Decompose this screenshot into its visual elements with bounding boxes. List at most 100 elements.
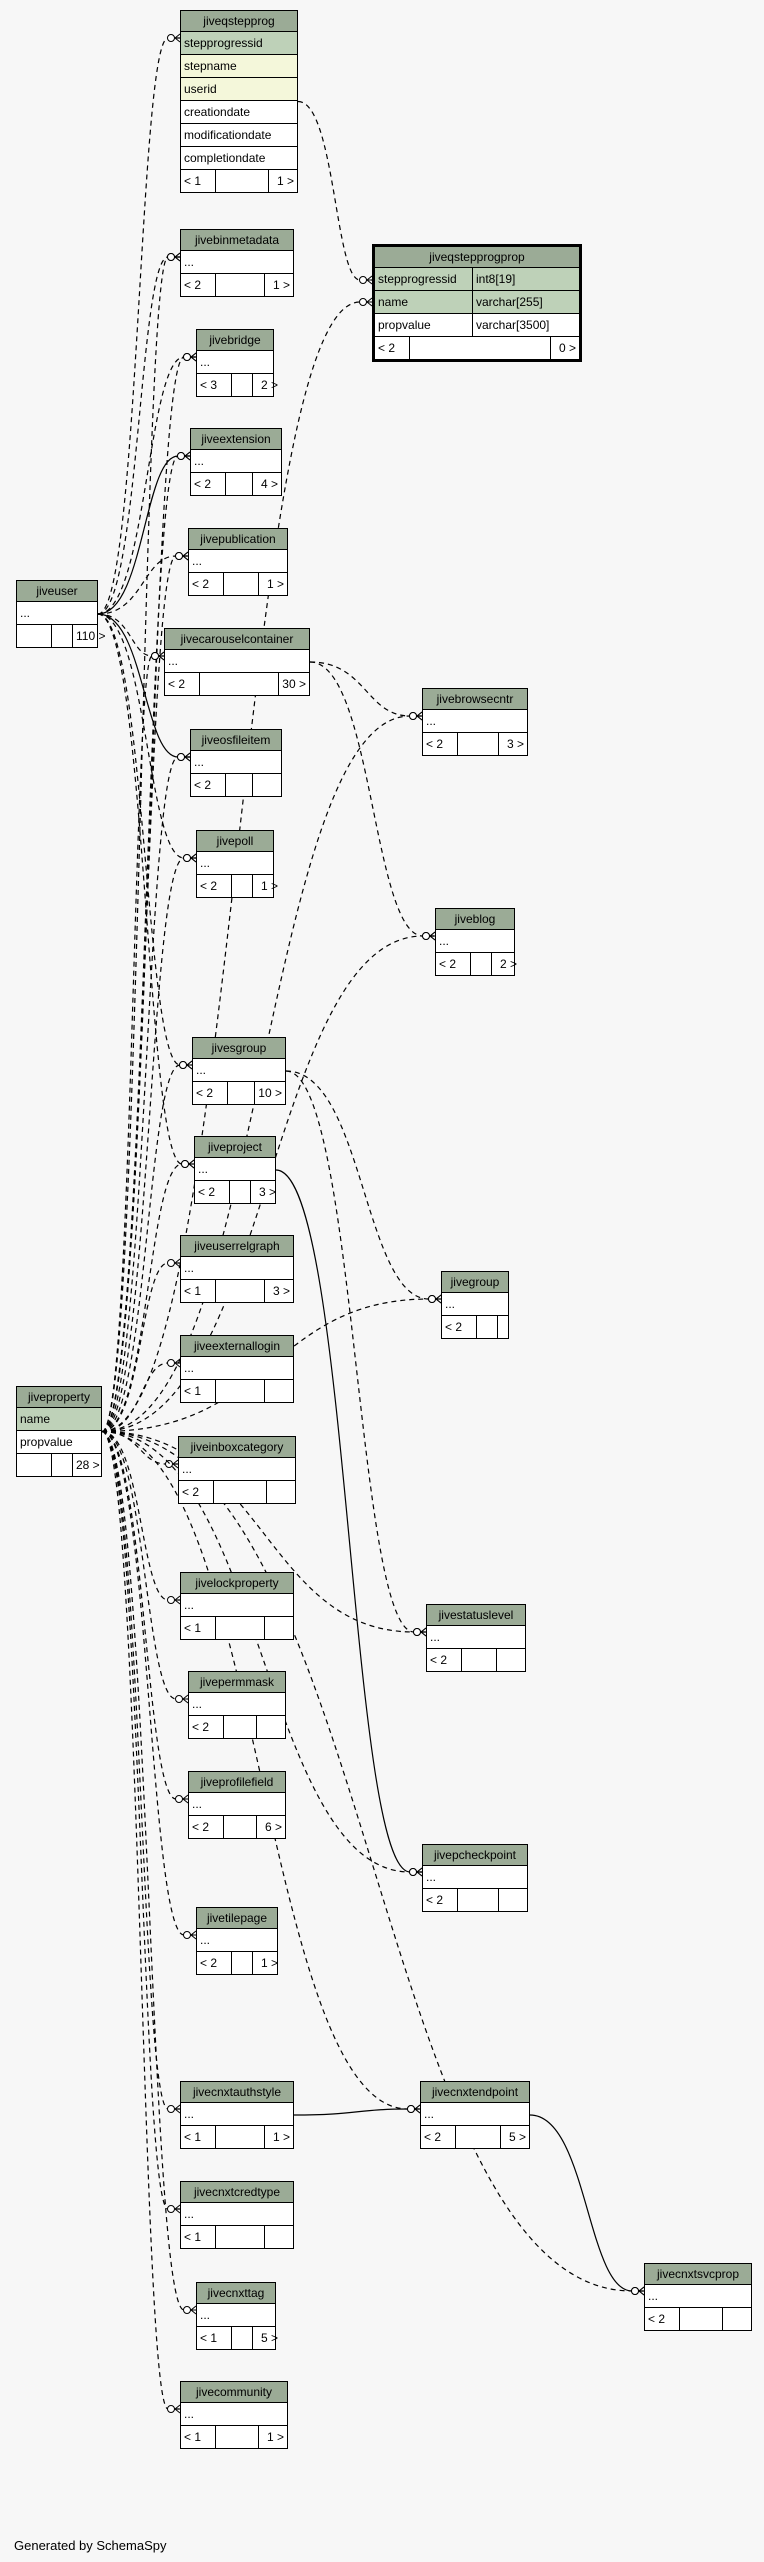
column-row[interactable]: ... — [181, 1257, 293, 1280]
column-row[interactable]: ... — [179, 1458, 295, 1481]
column-row[interactable]: userid — [181, 78, 297, 101]
table-jivecnxtcredtype[interactable]: jivecnxtcredtype...< 1 — [180, 2181, 294, 2249]
table-jivepcheckpoint[interactable]: jivepcheckpoint...< 2 — [422, 1844, 528, 1912]
table-header: jivecnxtcredtype — [181, 2182, 293, 2203]
edge-jiveproperty-jivepublication — [101, 555, 188, 1433]
column-row[interactable]: ... — [191, 450, 281, 473]
column-count — [216, 1617, 265, 1639]
table-jivestatuslevel[interactable]: jivestatuslevel...< 2 — [426, 1604, 526, 1672]
column-row[interactable]: ... — [189, 550, 287, 573]
column-count — [458, 733, 499, 755]
parents-count: < 2 — [165, 673, 200, 695]
column-count — [456, 2126, 501, 2148]
relationship-counts: < 2 — [423, 1889, 527, 1911]
column-row[interactable]: ... — [427, 1626, 525, 1649]
edge-jiveproperty-jiveosfileitem — [101, 756, 190, 1433]
column-row[interactable]: ... — [436, 930, 514, 953]
column-row[interactable]: ... — [197, 351, 273, 374]
edge-jiveproperty-jivesgroup-crowfoot-marker — [186, 1060, 193, 1070]
column-row[interactable]: ... — [197, 2304, 275, 2327]
column-row[interactable]: ... — [645, 2285, 751, 2308]
column-row[interactable]: stepprogressid — [181, 32, 297, 55]
column-row[interactable]: ... — [189, 1693, 285, 1716]
parents-count: < 2 — [197, 875, 232, 897]
column-row[interactable]: ... — [191, 751, 281, 774]
column-row[interactable]: ... — [423, 710, 527, 733]
column-row[interactable]: stepname — [181, 55, 297, 78]
table-jiveexternallogin[interactable]: jiveexternallogin...< 1 — [180, 1335, 294, 1403]
column-row[interactable]: ... — [197, 1929, 277, 1952]
column-row[interactable]: ... — [181, 251, 293, 274]
column-row[interactable]: ... — [181, 1357, 293, 1380]
column-name: ... — [184, 2407, 195, 2421]
edge-jiveuser-jivebinmetadata — [97, 256, 180, 615]
table-jiveosfileitem[interactable]: jiveosfileitem...< 2 — [190, 729, 282, 797]
column-row[interactable]: ... — [193, 1059, 285, 1082]
table-header: jivestatuslevel — [427, 1605, 525, 1626]
column-row[interactable]: ... — [195, 1158, 275, 1181]
column-row[interactable]: ... — [197, 852, 273, 875]
edge-jiveproperty-jivetilepage-crowfoot-marker — [190, 1930, 197, 1940]
column-row[interactable]: ... — [189, 1793, 285, 1816]
relationship-counts: < 1 — [181, 1380, 293, 1402]
column-count — [228, 1082, 256, 1104]
children-count: 5 > — [260, 2331, 278, 2345]
column-name: ... — [168, 654, 179, 668]
column-row[interactable]: completiondate — [181, 147, 297, 170]
table-jiveinboxcategory[interactable]: jiveinboxcategory...< 2 — [178, 1436, 296, 1504]
children-count — [265, 1380, 293, 1402]
column-name: stepname — [184, 59, 237, 73]
column-row[interactable]: ... — [181, 2103, 293, 2126]
column-row[interactable]: ... — [421, 2103, 529, 2126]
table-jiveuser[interactable]: jiveuser...110 > — [16, 580, 105, 648]
column-name: ... — [200, 2308, 211, 2322]
children-count: 2 > — [260, 378, 278, 392]
column-row[interactable]: ... — [181, 1594, 293, 1617]
column-row[interactable]: ... — [181, 2203, 293, 2226]
column-count — [680, 2308, 723, 2330]
table-jivegroup[interactable]: jivegroup...< 2 — [441, 1271, 509, 1339]
edge-jiveuser-jiveqstepprog-crowfoot-marker — [174, 33, 181, 43]
column-row[interactable]: ... — [181, 2403, 287, 2426]
column-row[interactable]: ... — [423, 1866, 527, 1889]
table-jivecnxtsvcprop[interactable]: jivecnxtsvcprop...< 2 — [644, 2263, 752, 2331]
column-row[interactable]: ... — [442, 1293, 508, 1316]
edge-jiveproperty-jivelockproperty-crowfoot-marker — [174, 1595, 181, 1605]
table-jivepermmask[interactable]: jivepermmask...< 2 — [188, 1671, 286, 1739]
column-row[interactable]: modificationdate — [181, 124, 297, 147]
edge-jiveproperty-jiveproject — [101, 1163, 194, 1433]
column-row[interactable]: creationdate — [181, 101, 297, 124]
table-jivelockproperty[interactable]: jivelockproperty...< 1 — [180, 1572, 294, 1640]
table-header: jiveproject — [195, 1137, 275, 1158]
column-name: ... — [196, 1063, 207, 1077]
column-row[interactable]: ... — [165, 650, 309, 673]
column-row[interactable]: name — [17, 1408, 101, 1431]
column-row[interactable]: ... — [17, 602, 97, 625]
column-row[interactable]: propvalue — [17, 1431, 101, 1454]
parents-count: < 2 — [421, 2126, 456, 2148]
